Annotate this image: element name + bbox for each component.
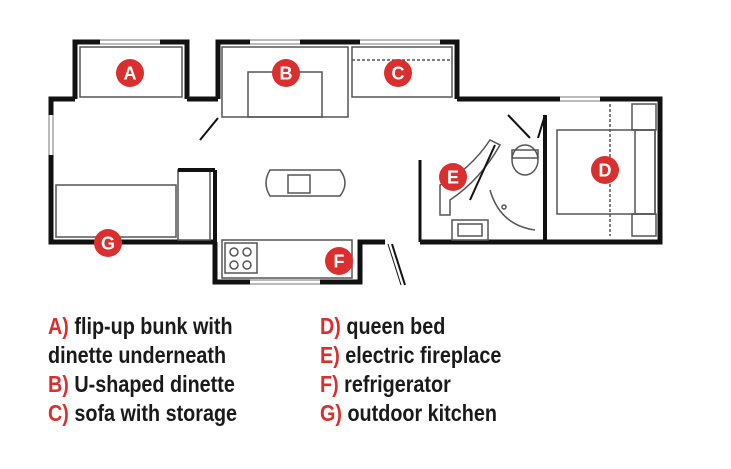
legend-letter: G): [320, 400, 342, 426]
legend-item-b: B) U-shaped dinette: [48, 370, 237, 399]
legend-item-g: G) outdoor kitchen: [320, 399, 501, 428]
legend-text: electric fireplace: [345, 342, 502, 368]
exterior-walls: [48, 39, 663, 285]
legend-item-f: F) refrigerator: [320, 370, 501, 399]
legend-item-c: C) sofa with storage: [48, 399, 237, 428]
legend-text: flip-up bunk with: [74, 313, 233, 339]
window-frames: [48, 39, 600, 285]
legend-right: D) queen bed E) electric fireplace F) re…: [320, 312, 501, 428]
legend-text: outdoor kitchen: [347, 400, 497, 426]
legend-text: U-shaped dinette: [74, 371, 235, 397]
legend-letter: A): [48, 313, 69, 339]
marker-E-label: E: [447, 168, 459, 188]
legend-text: dinette underneath: [48, 342, 227, 368]
legend-letter: B): [48, 371, 69, 397]
floor-plan: A B C D E F G: [48, 39, 663, 286]
marker-B-label: B: [280, 64, 293, 84]
legend-left: A) flip-up bunk with dinette underneath …: [48, 312, 237, 428]
marker-F-label: F: [334, 252, 345, 272]
legend-item-e: E) electric fireplace: [320, 341, 501, 370]
legend-letter: E): [320, 342, 340, 368]
marker-E: E: [439, 163, 467, 191]
marker-C-label: C: [392, 64, 405, 84]
legend-item-a: A) flip-up bunk with: [48, 312, 237, 341]
marker-A-label: A: [124, 64, 137, 84]
marker-C: C: [384, 59, 412, 87]
legend-letter: F): [320, 371, 339, 397]
marker-F: F: [325, 247, 353, 275]
marker-D-label: D: [599, 161, 612, 181]
legend-text: refrigerator: [344, 371, 451, 397]
legend-text: sofa with storage: [74, 400, 238, 426]
interior-fixtures: [55, 46, 657, 286]
legend-letter: D): [320, 313, 341, 339]
windows: [49, 40, 600, 284]
legend-letter: C): [48, 400, 69, 426]
marker-B: B: [272, 59, 300, 87]
legend-text: queen bed: [346, 313, 446, 339]
marker-A: A: [116, 59, 144, 87]
marker-G: G: [94, 229, 122, 257]
marker-G-label: G: [101, 234, 115, 254]
legend-item-d: D) queen bed: [320, 312, 501, 341]
legend-item-a-cont: dinette underneath: [48, 341, 237, 370]
marker-D: D: [591, 156, 619, 184]
